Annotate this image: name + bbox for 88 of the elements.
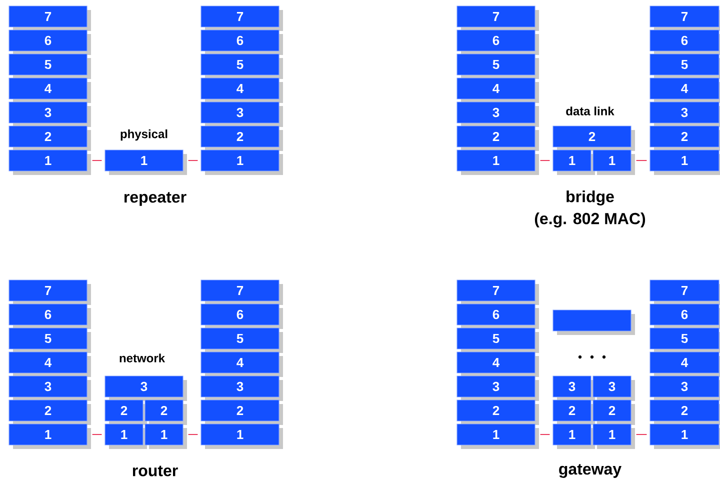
layer-box: 7 (200, 6, 283, 31)
section-label: physical (120, 129, 168, 141)
layer-box: 5 (200, 54, 283, 79)
link-line (636, 160, 648, 161)
link-line (188, 434, 198, 435)
layer-box: 4 (456, 78, 539, 103)
layer-box: 1 (104, 424, 147, 449)
layer-box: 7 (456, 280, 539, 305)
layer-box: 6 (8, 30, 91, 55)
layer-box: 1 (552, 150, 595, 175)
layer-box: 1 (8, 150, 91, 175)
layer-box: 6 (200, 30, 283, 55)
layer-box: 1 (592, 424, 635, 449)
layer-box: 2 (552, 400, 595, 425)
layer-box: 2 (592, 400, 635, 425)
link-line (188, 160, 198, 161)
layer-box: 6 (650, 304, 720, 329)
layer-box: 1 (552, 424, 595, 449)
layer-box: 1 (592, 150, 635, 175)
layer-box: 7 (456, 6, 539, 31)
layer-box: 3 (552, 376, 595, 401)
layer-box: 1 (650, 424, 720, 449)
layer-box: 4 (650, 78, 720, 103)
section-label: network (120, 354, 166, 362)
device-caption: repeater (124, 192, 186, 206)
layer-box: 1 (104, 150, 187, 175)
layer-box: 4 (650, 352, 720, 377)
layer-box: 3 (650, 102, 720, 127)
layer-box: 3 (456, 376, 539, 401)
layer-box: 1 (456, 150, 539, 175)
layer-box: 2 (650, 126, 720, 151)
link-line (540, 434, 550, 435)
layer-box: 6 (456, 30, 539, 55)
layer-box: 4 (200, 352, 283, 377)
layer-box: 4 (200, 78, 283, 103)
layer-box: 3 (592, 376, 635, 401)
layer-box: 7 (650, 280, 720, 305)
layer-box: 6 (8, 304, 91, 329)
layer-box: 2 (144, 400, 187, 425)
link-line (92, 160, 102, 161)
layer-box: 3 (200, 376, 283, 401)
layer-box: 2 (8, 400, 91, 425)
layer-box: 5 (8, 54, 91, 79)
layer-box: 2 (200, 126, 283, 151)
layer-box (552, 310, 635, 335)
layer-box: 4 (8, 352, 91, 377)
layer-box: 5 (200, 328, 283, 353)
layer-box: 3 (8, 102, 91, 127)
layer-box: 5 (456, 54, 539, 79)
layer-box: 2 (552, 126, 635, 151)
layer-box: 7 (200, 280, 283, 305)
layer-box: 3 (456, 102, 539, 127)
layer-box: 5 (650, 328, 720, 353)
layer-box: 1 (200, 424, 283, 449)
layer-box: 2 (650, 400, 720, 425)
section-label: data link (566, 106, 614, 116)
layer-box: 3 (104, 376, 187, 401)
device-caption: bridge (566, 190, 614, 206)
layer-box: 2 (456, 400, 539, 425)
layer-box: 7 (650, 6, 720, 31)
layer-box: 6 (200, 304, 283, 329)
layer-box: 6 (650, 30, 720, 55)
layer-box: 5 (8, 328, 91, 353)
layer-box: 7 (8, 280, 91, 305)
layer-box: 4 (8, 78, 91, 103)
layer-box: 2 (456, 126, 539, 151)
layer-box: 4 (456, 352, 539, 377)
layer-box: 5 (650, 54, 720, 79)
layer-box: 5 (456, 328, 539, 353)
layer-box: 3 (650, 376, 720, 401)
layer-box: 3 (200, 102, 283, 127)
layer-box: 2 (104, 400, 147, 425)
layer-box: 1 (144, 424, 187, 449)
layer-box: 2 (200, 400, 283, 425)
layer-box: 1 (650, 150, 720, 175)
layer-box: 3 (8, 376, 91, 401)
device-caption: router (132, 466, 178, 476)
layer-box: 1 (456, 424, 539, 449)
link-line (92, 434, 102, 435)
layer-box: 1 (200, 150, 283, 175)
device-caption: (e.g. 802 MAC) (534, 212, 646, 228)
layer-box: 7 (8, 6, 91, 31)
layer-box: 6 (456, 304, 539, 329)
link-line (636, 434, 648, 435)
layer-box: 1 (8, 424, 91, 449)
link-line (540, 160, 550, 161)
layer-box: 2 (8, 126, 91, 151)
device-caption: gateway (559, 464, 622, 478)
